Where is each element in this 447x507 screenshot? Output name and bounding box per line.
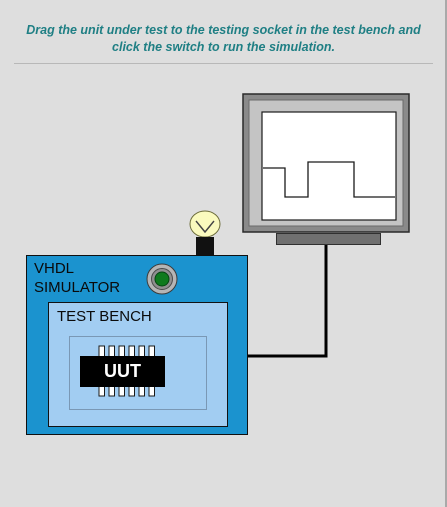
- instructions-text: Drag the unit under test to the testing …: [8, 22, 439, 56]
- monitor-stand: [276, 233, 381, 245]
- window-right-border: [445, 0, 447, 507]
- uut-chip[interactable]: UUT: [53, 341, 193, 399]
- light-bulb-icon: [181, 205, 227, 257]
- waveform-trace: [263, 161, 395, 198]
- simulator-label-line-1: VHDL: [34, 260, 75, 277]
- header-divider: [14, 63, 433, 64]
- test-bench-label: TEST BENCH: [57, 308, 152, 325]
- instructions-line-1: Drag the unit under test to the testing …: [26, 23, 421, 37]
- run-simulation-switch[interactable]: [146, 263, 178, 295]
- simulator-label-line-2: SIMULATOR: [34, 279, 121, 296]
- oscilloscope-monitor: [242, 93, 410, 233]
- instructions-line-2: click the switch to run the simulation.: [112, 40, 335, 54]
- uut-label: UUT: [104, 361, 141, 381]
- simulator-label: VHDL SIMULATOR: [34, 259, 120, 297]
